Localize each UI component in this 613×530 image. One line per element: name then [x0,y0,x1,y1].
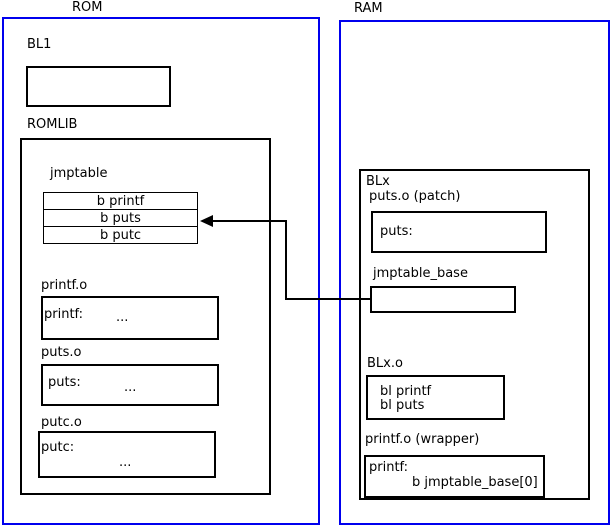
printf-o-box [41,296,219,340]
puts-o-box [41,364,219,406]
puts-patch-box [371,211,547,253]
jmptable-base-box [370,286,516,313]
printf-o-caption: printf.o [41,278,88,293]
rom-region-title: ROM [72,0,103,15]
putc-o-symbol: putc: [41,440,75,455]
ram-region-title: RAM [354,1,383,16]
jmptable-entry-puts: b puts [43,209,198,227]
puts-o-caption: puts.o [41,345,82,360]
connector-segment-vertical [285,220,287,300]
connector-segment-upper [212,220,287,222]
printf-o-body: ... [116,310,129,325]
connector-segment-lower [285,298,371,300]
puts-o-body: ... [124,380,137,395]
printf-wrapper-symbol: printf: [369,460,409,475]
putc-o-box [38,431,216,478]
jmptable-entry-printf: b printf [43,192,198,210]
blx-o-call-puts: bl puts [380,398,425,413]
bl1-label: BL1 [27,37,52,52]
puts-patch-symbol: puts: [380,224,413,239]
bl1-box [26,66,171,107]
puts-o-symbol: puts: [48,375,81,390]
printf-wrapper-branch: b jmptable_base[0] [412,475,538,490]
printf-wrapper-caption: printf.o (wrapper) [365,432,480,447]
connector-arrowhead-icon [200,215,213,227]
blx-o-call-printf: bl printf [380,384,432,399]
blx-label: BLx [366,174,390,189]
putc-o-caption: putc.o [41,415,82,430]
putc-o-body: ... [119,455,132,470]
jmptable-entry-putc: b putc [43,226,198,244]
jmptable-base-caption: jmptable_base [373,266,468,281]
blx-o-caption: BLx.o [367,356,403,371]
printf-wrapper-box [364,455,545,498]
blx-o-box [366,375,505,420]
jmptable-label: jmptable [50,166,108,181]
puts-patch-caption: puts.o (patch) [369,189,461,204]
printf-o-symbol: printf: [44,307,84,322]
romlib-label: ROMLIB [27,117,78,132]
